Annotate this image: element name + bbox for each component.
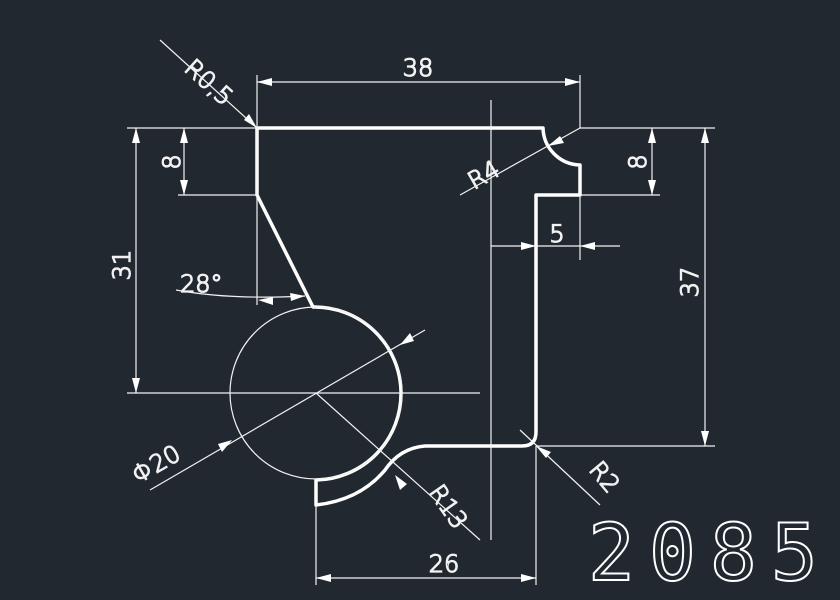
dim-height-right-step: 8: [624, 154, 652, 169]
extension-lines: [127, 75, 715, 585]
part-number: 2085: [588, 509, 832, 599]
dim-width-bottom: 26: [429, 550, 460, 578]
dim-width-top: 38: [403, 54, 434, 82]
dim-height-left: 31: [108, 250, 136, 281]
dim-angle: 28°: [180, 270, 223, 298]
dim-height-right: 37: [676, 267, 704, 298]
dim-offset-right: 5: [549, 220, 564, 248]
dimension-lines: [135, 39, 706, 579]
dim-height-left-step: 8: [158, 154, 186, 169]
dim-diameter: Φ20: [127, 439, 185, 489]
dim-radius-bottom: R13: [423, 479, 473, 534]
arrowheads: [132, 78, 709, 582]
dim-radius-corner: R2: [583, 456, 625, 498]
part-profile: [255, 126, 582, 507]
